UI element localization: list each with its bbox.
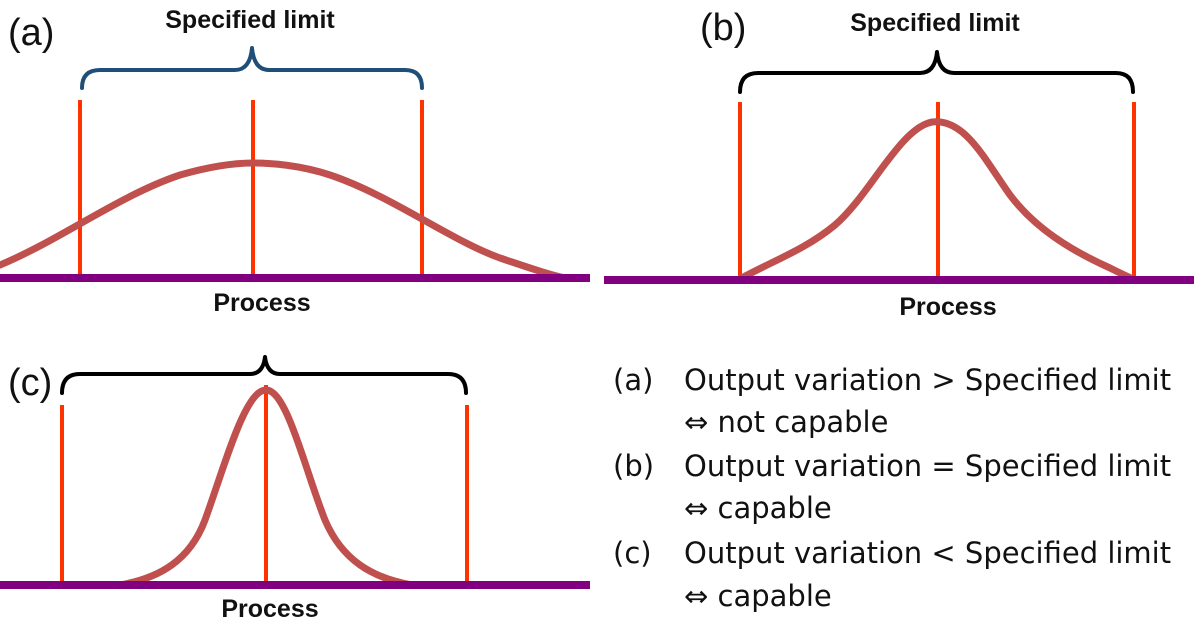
- panel-c-distribution-curve: [116, 386, 416, 589]
- panel-a-tag: (a): [8, 12, 54, 54]
- legend-item-c-tag: (c): [613, 536, 652, 570]
- panel-a: (a) Specified limit Process: [0, 6, 590, 317]
- legend-item-c-line2: ⇔ capable: [684, 579, 832, 613]
- legend-item-a-line1: Output variation > Specified limit: [684, 363, 1171, 397]
- panel-a-process-label: Process: [213, 289, 310, 317]
- panel-b-process-label: Process: [899, 293, 996, 321]
- legend-item-b-tag: (b): [613, 449, 654, 483]
- panel-a-distribution-curve: [0, 159, 569, 282]
- panel-c-tag: (c): [8, 362, 52, 404]
- legend-item-b-line1: Output variation = Specified limit: [684, 449, 1171, 483]
- panel-b-spec-brace: [738, 50, 1135, 94]
- panel-c: (c) Process: [0, 355, 590, 623]
- panel-a-spec-brace: [80, 46, 424, 90]
- legend-item-a: (a) Output variation > Specified limit ⇔…: [613, 363, 1171, 439]
- legend-item-b-line2: ⇔ capable: [684, 491, 832, 525]
- legend-item-a-tag: (a): [613, 363, 653, 397]
- panel-c-process-label: Process: [221, 595, 318, 623]
- legend-item-b: (b) Output variation = Specified limit ⇔…: [613, 449, 1171, 525]
- legend-item-c-line1: Output variation < Specified limit: [684, 536, 1171, 570]
- panel-a-spec-title: Specified limit: [165, 6, 335, 34]
- panel-b-distribution-curve: [734, 118, 1140, 284]
- panel-b-tag: (b): [700, 7, 746, 49]
- legend: (a) Output variation > Specified limit ⇔…: [613, 363, 1171, 613]
- legend-item-c: (c) Output variation < Specified limit ⇔…: [613, 536, 1171, 613]
- panel-c-spec-brace: [60, 355, 468, 395]
- legend-item-a-line2: ⇔ not capable: [684, 405, 888, 439]
- panel-b: (b) Specified limit Process: [604, 7, 1194, 321]
- panel-b-spec-title: Specified limit: [850, 9, 1020, 37]
